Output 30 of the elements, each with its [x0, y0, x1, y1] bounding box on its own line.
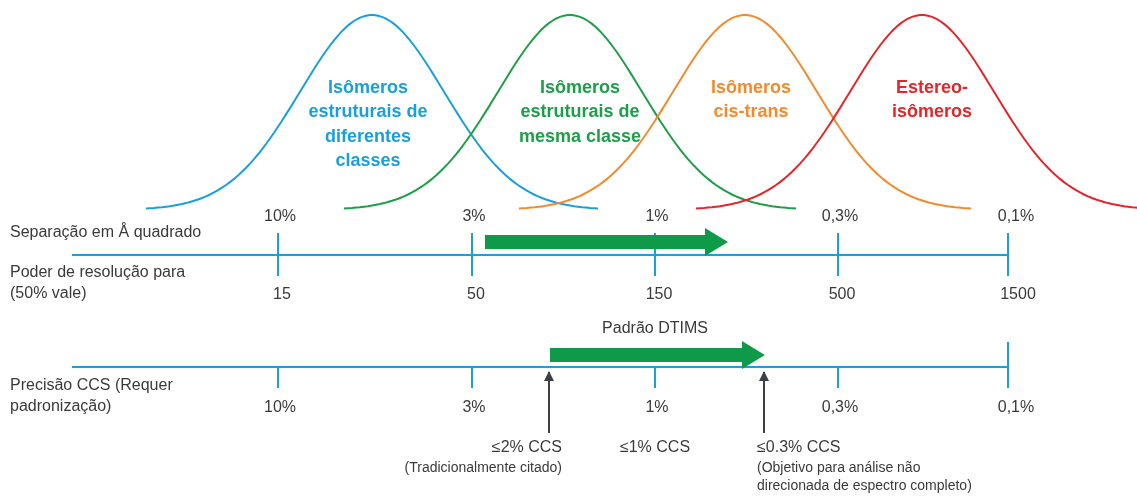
axis-label: Precisão CCS (Requer padronização)	[10, 375, 174, 416]
axis-label: 10%	[263, 206, 297, 226]
axis-label: 1%	[644, 397, 670, 417]
axis-label: 0,3%	[820, 206, 860, 226]
curve-label: Estereo-isômeros	[890, 76, 973, 124]
axis-label: 150	[644, 284, 674, 304]
axis-label: 3%	[461, 206, 487, 226]
axis-label: Separação em Å quadrado	[10, 222, 203, 242]
axis-label: Poder de resolução para (50% vale)	[10, 262, 187, 303]
callout-note: (Tradicionalmente citado)	[403, 457, 562, 476]
callout-text: ≤0.3% CCS	[757, 437, 842, 457]
axis-label: Padrão DTIMS	[601, 318, 709, 338]
arrow	[759, 371, 769, 434]
curve-label: Isômeros estruturais de diferentes classes	[307, 76, 429, 172]
curve-label: Isômeros estruturais de mesma classe	[517, 76, 643, 148]
arrow	[544, 371, 554, 434]
axis-label: 10%	[263, 397, 297, 417]
callout-text: ≤2% CCS	[490, 437, 562, 457]
axis-label: 500	[827, 284, 857, 304]
axis-label: 3%	[461, 397, 487, 417]
axis-label: 1500	[999, 284, 1037, 304]
axis-label: 1%	[644, 206, 670, 226]
callout-note: (Objetivo para análise não direcionada de espectro completo)	[757, 457, 972, 495]
axis-label: 0,1%	[996, 206, 1036, 226]
axis-label: 0,1%	[996, 397, 1036, 417]
axis-label: 15	[272, 284, 292, 304]
axis-label: 0,3%	[820, 397, 860, 417]
curve-label: Isômeros cis-trans	[709, 76, 792, 124]
axis-label: 50	[466, 284, 486, 304]
axis-label: ≤1% CCS	[618, 437, 692, 457]
